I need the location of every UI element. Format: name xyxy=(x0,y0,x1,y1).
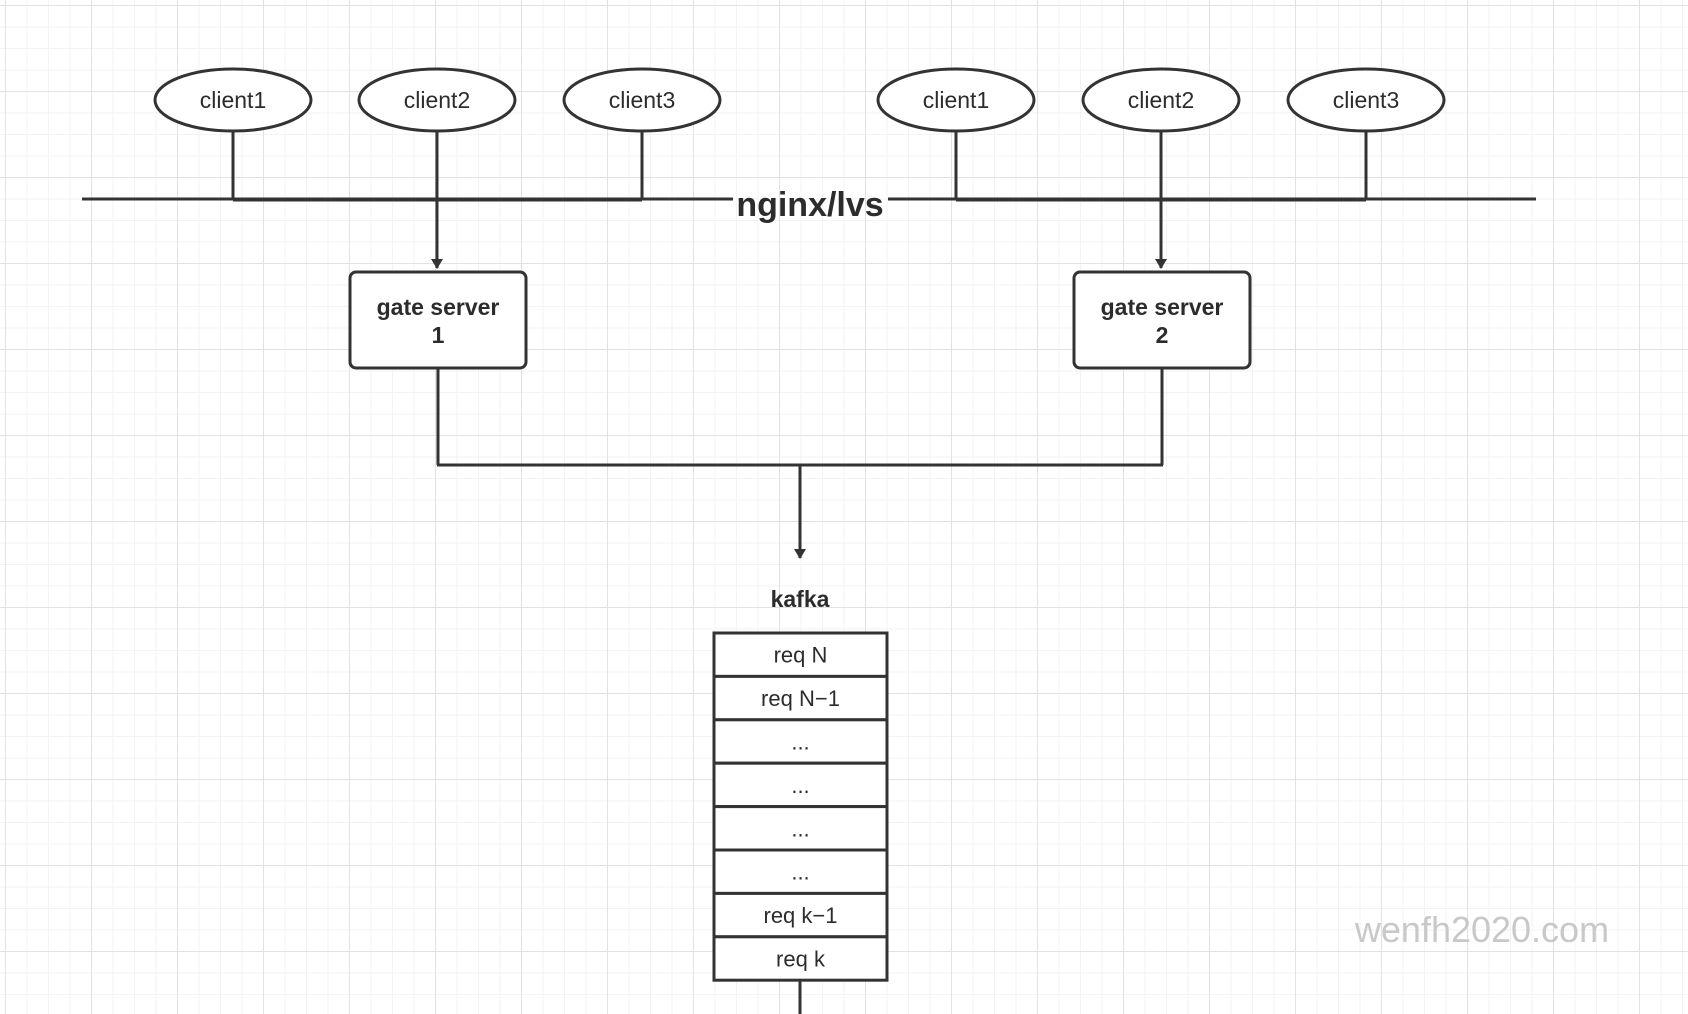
nginx-lvs-label: nginx/lvs xyxy=(736,186,883,224)
gate-to-kafka-connector xyxy=(436,368,1164,559)
client-label: client3 xyxy=(1333,87,1399,113)
client-label: client2 xyxy=(1128,87,1194,113)
queue-cell: ... xyxy=(712,805,889,852)
queue-cell-label: req k xyxy=(776,947,826,972)
queue-cell: req k−1 xyxy=(712,891,889,939)
queue-cell: ... xyxy=(712,848,889,895)
queue-cell-label: req N xyxy=(774,643,828,668)
gate-server-label: gate server xyxy=(1101,294,1224,320)
right-client-group: client1 client2 client3 xyxy=(876,67,1446,269)
client-node[interactable]: client2 xyxy=(357,67,517,133)
gate-server-2[interactable]: gate server 2 xyxy=(1072,270,1252,370)
left-client-group: client1 client2 client3 xyxy=(153,67,722,269)
nginx-lvs-bar: nginx/lvs xyxy=(82,186,1536,224)
client-node[interactable]: client1 xyxy=(153,67,313,133)
gate-server-label: gate server xyxy=(377,294,500,320)
kafka-title: kafka xyxy=(771,586,830,612)
queue-cell-label: req k−1 xyxy=(764,903,838,928)
watermark: wenfh2020.com xyxy=(1354,909,1609,950)
queue-cell: req N xyxy=(712,631,889,678)
queue-cell: req N−1 xyxy=(712,674,889,722)
kafka-queue: req N req N−1............ req k−1 req k xyxy=(712,631,889,982)
client-node[interactable]: client3 xyxy=(562,67,722,133)
client-label: client2 xyxy=(404,87,470,113)
gate-server-number: 1 xyxy=(432,322,445,348)
queue-cell-label: ... xyxy=(791,773,809,798)
queue-cell-label: ... xyxy=(791,816,809,841)
client-label: client1 xyxy=(200,87,266,113)
client-node[interactable]: client1 xyxy=(876,67,1036,133)
queue-cell: ... xyxy=(712,761,889,809)
client-node[interactable]: client2 xyxy=(1081,67,1241,133)
client-label: client3 xyxy=(609,87,675,113)
client-node[interactable]: client3 xyxy=(1286,67,1446,133)
queue-cell: req k xyxy=(712,935,889,982)
client-label: client1 xyxy=(923,87,989,113)
queue-cell-label: ... xyxy=(791,730,809,755)
queue-cell-label: req N−1 xyxy=(761,686,840,711)
gate-server-1[interactable]: gate server 1 xyxy=(348,270,528,370)
queue-cell: ... xyxy=(712,718,889,765)
gate-server-number: 2 xyxy=(1156,322,1169,348)
queue-cell-label: ... xyxy=(791,860,809,885)
